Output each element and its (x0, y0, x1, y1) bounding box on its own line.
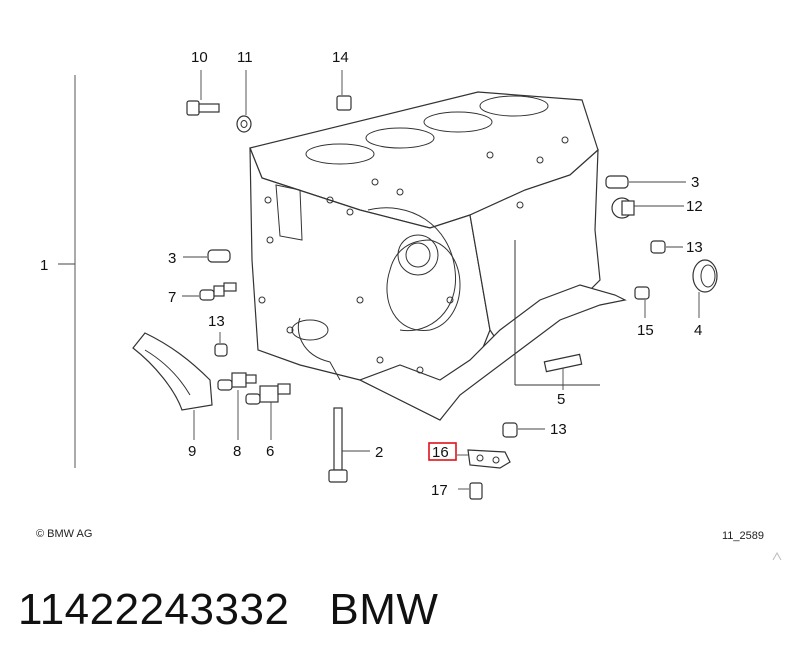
chevron-up-icon (772, 551, 782, 560)
bearing-cap-part-9 (132, 332, 213, 440)
brand-name: BMW (329, 585, 439, 634)
callout-17: 17 (431, 482, 448, 499)
callout-1: 1 (40, 257, 48, 274)
callout-13-bottom: 13 (550, 421, 567, 438)
dowel-part-15 (634, 286, 650, 318)
bracket-part-16 (457, 449, 511, 469)
callout-9: 9 (188, 443, 196, 460)
dowel-part-13-bottom (502, 422, 545, 438)
stud-part-8 (217, 372, 257, 440)
callout-16: 16 (432, 444, 449, 461)
stud-part-5 (543, 353, 583, 390)
bolt-part-10 (186, 70, 220, 116)
dowel-part-13-left (214, 332, 228, 357)
part-caption: 11422243332 BMW (18, 585, 438, 635)
callout-10: 10 (191, 49, 208, 66)
stud-part-6 (245, 383, 291, 440)
callout-15: 15 (637, 322, 654, 339)
bolt-part-2 (328, 407, 370, 483)
highlight-box-16 (428, 442, 457, 461)
callout-3-right: 3 (691, 174, 699, 191)
callout-13-left: 13 (208, 313, 225, 330)
part-number: 11422243332 (18, 585, 290, 634)
seal-ring-part-4 (692, 259, 718, 318)
engine-block (249, 91, 627, 421)
sleeve-part-14 (336, 70, 352, 111)
callout-11: 11 (237, 49, 253, 66)
callout-3-left: 3 (168, 250, 176, 267)
figure-id: 11_2589 (722, 530, 764, 542)
callout-2: 2 (375, 444, 383, 461)
callout-13-right: 13 (686, 239, 703, 256)
washer-part-11 (236, 70, 252, 133)
dowel-part-13-right (650, 240, 683, 254)
callout-6: 6 (266, 443, 274, 460)
callout-5: 5 (557, 391, 565, 408)
callout-7: 7 (168, 289, 176, 306)
copyright-text: © BMW AG (36, 528, 92, 540)
callout-12: 12 (686, 198, 703, 215)
plug-part-12 (611, 197, 684, 219)
dowel-part-3-left (183, 249, 231, 263)
dowel-part-3-right (605, 175, 686, 189)
parts-diagram: 1 10 11 14 3 7 13 9 8 6 2 3 12 13 15 4 5… (36, 49, 782, 560)
bolt-part-17 (458, 482, 483, 500)
stud-part-7 (182, 282, 237, 301)
callout-8: 8 (233, 443, 241, 460)
callout-4: 4 (694, 322, 702, 339)
callout-14: 14 (332, 49, 349, 66)
